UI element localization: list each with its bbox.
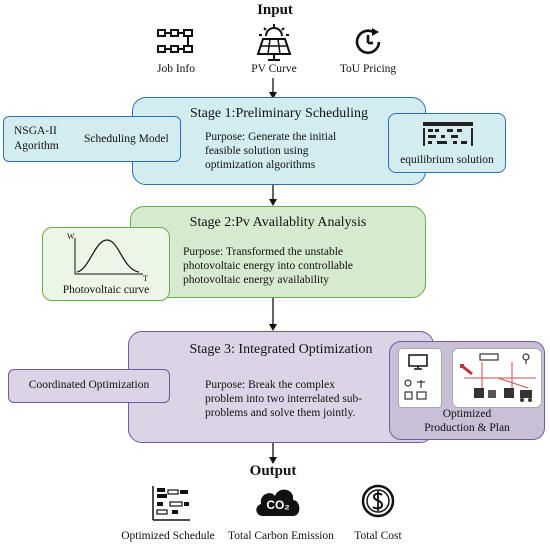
monitor-icon (408, 354, 428, 370)
stage1-box: Stage 1:Preliminary Scheduling Purpose: … (132, 97, 426, 185)
stage2-purpose-line2: photovoltaic energy into controllable (183, 260, 354, 272)
nsga-label: NSGA-II (14, 125, 57, 137)
stage2-left-box: W T Photovoltaic curve (42, 227, 170, 301)
solar-panel-icon (256, 24, 292, 61)
co2-cloud-icon (256, 489, 300, 516)
stage3-purpose-line1: Purpose: Break the complex (205, 379, 335, 391)
optimized-label: Optimized (442, 408, 492, 420)
arrow-stage3-output (269, 443, 277, 464)
pv-y-axis-label: W (67, 232, 75, 241)
stage1-purpose-line2: feasible solution using (205, 145, 309, 157)
input-label-pv-curve: PV Curve (251, 63, 297, 75)
schedule-chart-icon (152, 486, 190, 521)
stage1-purpose: Purpose: Generate the initial feasible s… (205, 130, 336, 172)
arrow-stage1-stage2 (269, 185, 277, 206)
photovoltaic-curve-label: Photovoltaic curve (62, 284, 150, 296)
stage3-purpose-line2: problem into two interrelated sub- (205, 393, 363, 405)
arrow-input-stage1 (269, 78, 277, 99)
stage2-title: Stage 2:Pv Availablity Analysis (189, 215, 367, 230)
stage2-box: Stage 2:Pv Availablity Analysis Purpose:… (130, 206, 426, 298)
production-plan-label: Production & Plan (424, 422, 510, 434)
pv-curve-plot-icon (74, 238, 143, 275)
stage3-left-box: Coordinated Optimization (8, 369, 170, 403)
stage3-title: Stage 3: Integrated Optimization (189, 342, 373, 357)
input-heading: Input (257, 2, 293, 18)
stage2-purpose-line1: Purpose: Transformed the unstable (183, 246, 344, 258)
input-label-job-info: Job Info (156, 63, 195, 75)
co2-badge: CO₂ (266, 498, 290, 512)
stage2-purpose: Purpose: Transformed the unstable photov… (183, 245, 353, 287)
equilibrium-solution-label: equilibrium solution (400, 154, 494, 166)
stage3-right-box: Optimized Production & Plan (389, 341, 545, 440)
input-label-tou-pricing: ToU Pricing (339, 63, 397, 75)
stage1-right-box: equilibrium solution (388, 113, 506, 173)
stage1-purpose-line1: Purpose: Generate the initial (205, 131, 337, 143)
stage3-box: Stage 3: Integrated Optimization Purpose… (128, 331, 434, 443)
output-heading: Output (249, 463, 297, 479)
pv-x-axis-label: T (143, 274, 148, 283)
flowchart-icon (157, 29, 193, 53)
dollar-coin-icon (361, 484, 395, 518)
algorithm-label: Agorithm (14, 140, 59, 152)
stage2-purpose-line3: photovoltaic energy availability (183, 274, 330, 286)
coordinated-optimization-label: Coordinated Optimization (28, 379, 150, 391)
stage3-purpose: Purpose: Break the complex problem into … (205, 378, 362, 420)
stage1-purpose-line3: optimization algorithms (205, 159, 316, 171)
scheduling-model-label: Scheduling Model (84, 133, 169, 145)
gantt-chart-icon (423, 122, 473, 146)
stage3-purpose-line3: problems and solve them jointly. (205, 407, 356, 419)
output-label-cost: Total Cost (354, 530, 402, 542)
clock-icon (355, 28, 381, 55)
stage1-left-box: NSGA-II Agorithm Scheduling Model (3, 116, 181, 162)
stage1-title: Stage 1:Preliminary Scheduling (189, 106, 369, 121)
factory-network-icon (460, 353, 536, 402)
arrow-stage2-stage3 (269, 298, 277, 331)
output-label-schedule: Optimized Schedule (121, 530, 215, 542)
device-icons (404, 379, 427, 400)
output-label-carbon: Total Carbon Emission (228, 530, 334, 542)
